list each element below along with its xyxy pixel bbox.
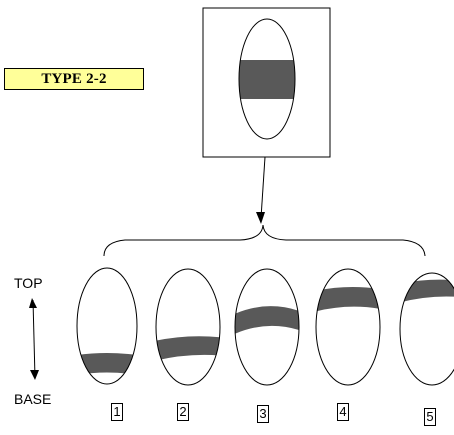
stage-number-3: 3 (257, 405, 269, 423)
base-label: BASE (14, 391, 52, 407)
cell-stage-1 (76, 267, 138, 385)
down-arrow-icon (256, 156, 266, 224)
cell-stage-5 (399, 272, 454, 386)
curly-brace (103, 224, 426, 257)
cell-stage-3 (234, 268, 300, 386)
stage-number-2: 2 (177, 403, 189, 421)
top-base-arrow-icon (29, 298, 39, 380)
stage-number-4: 4 (337, 403, 349, 421)
cell-stage-2 (155, 268, 221, 386)
stage-number-5: 5 (424, 408, 436, 426)
type-label: TYPE 2-2 (4, 68, 144, 90)
top-label: TOP (14, 275, 43, 291)
stage-number-1: 1 (111, 403, 123, 421)
reference-cell (238, 18, 296, 140)
cell-stage-4 (315, 268, 381, 386)
